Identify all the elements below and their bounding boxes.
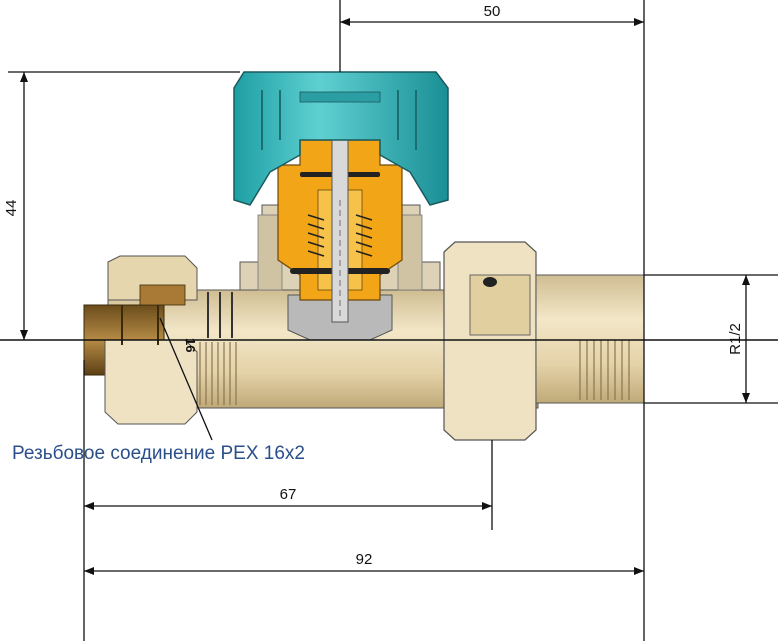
callout-label: Резьбовое соединение PEX 16x2	[12, 443, 305, 464]
dim-label-92: 92	[356, 551, 373, 568]
dim-label-67: 67	[280, 486, 297, 503]
callout-leader	[159, 317, 213, 441]
dim-label-50: 50	[484, 3, 501, 20]
thermostatic-insert	[277, 91, 403, 323]
pipe-marking: 16	[183, 338, 198, 352]
dim-label-44: 44	[3, 200, 20, 217]
dimension-lines	[8, 0, 778, 641]
body-thread-left	[199, 342, 237, 405]
tailpiece	[535, 274, 645, 404]
tailpiece-thread	[579, 340, 630, 400]
protective-cap	[233, 71, 449, 206]
union-nut	[443, 241, 537, 441]
spring	[307, 214, 373, 257]
dim-label-r12: R1/2	[727, 323, 744, 355]
